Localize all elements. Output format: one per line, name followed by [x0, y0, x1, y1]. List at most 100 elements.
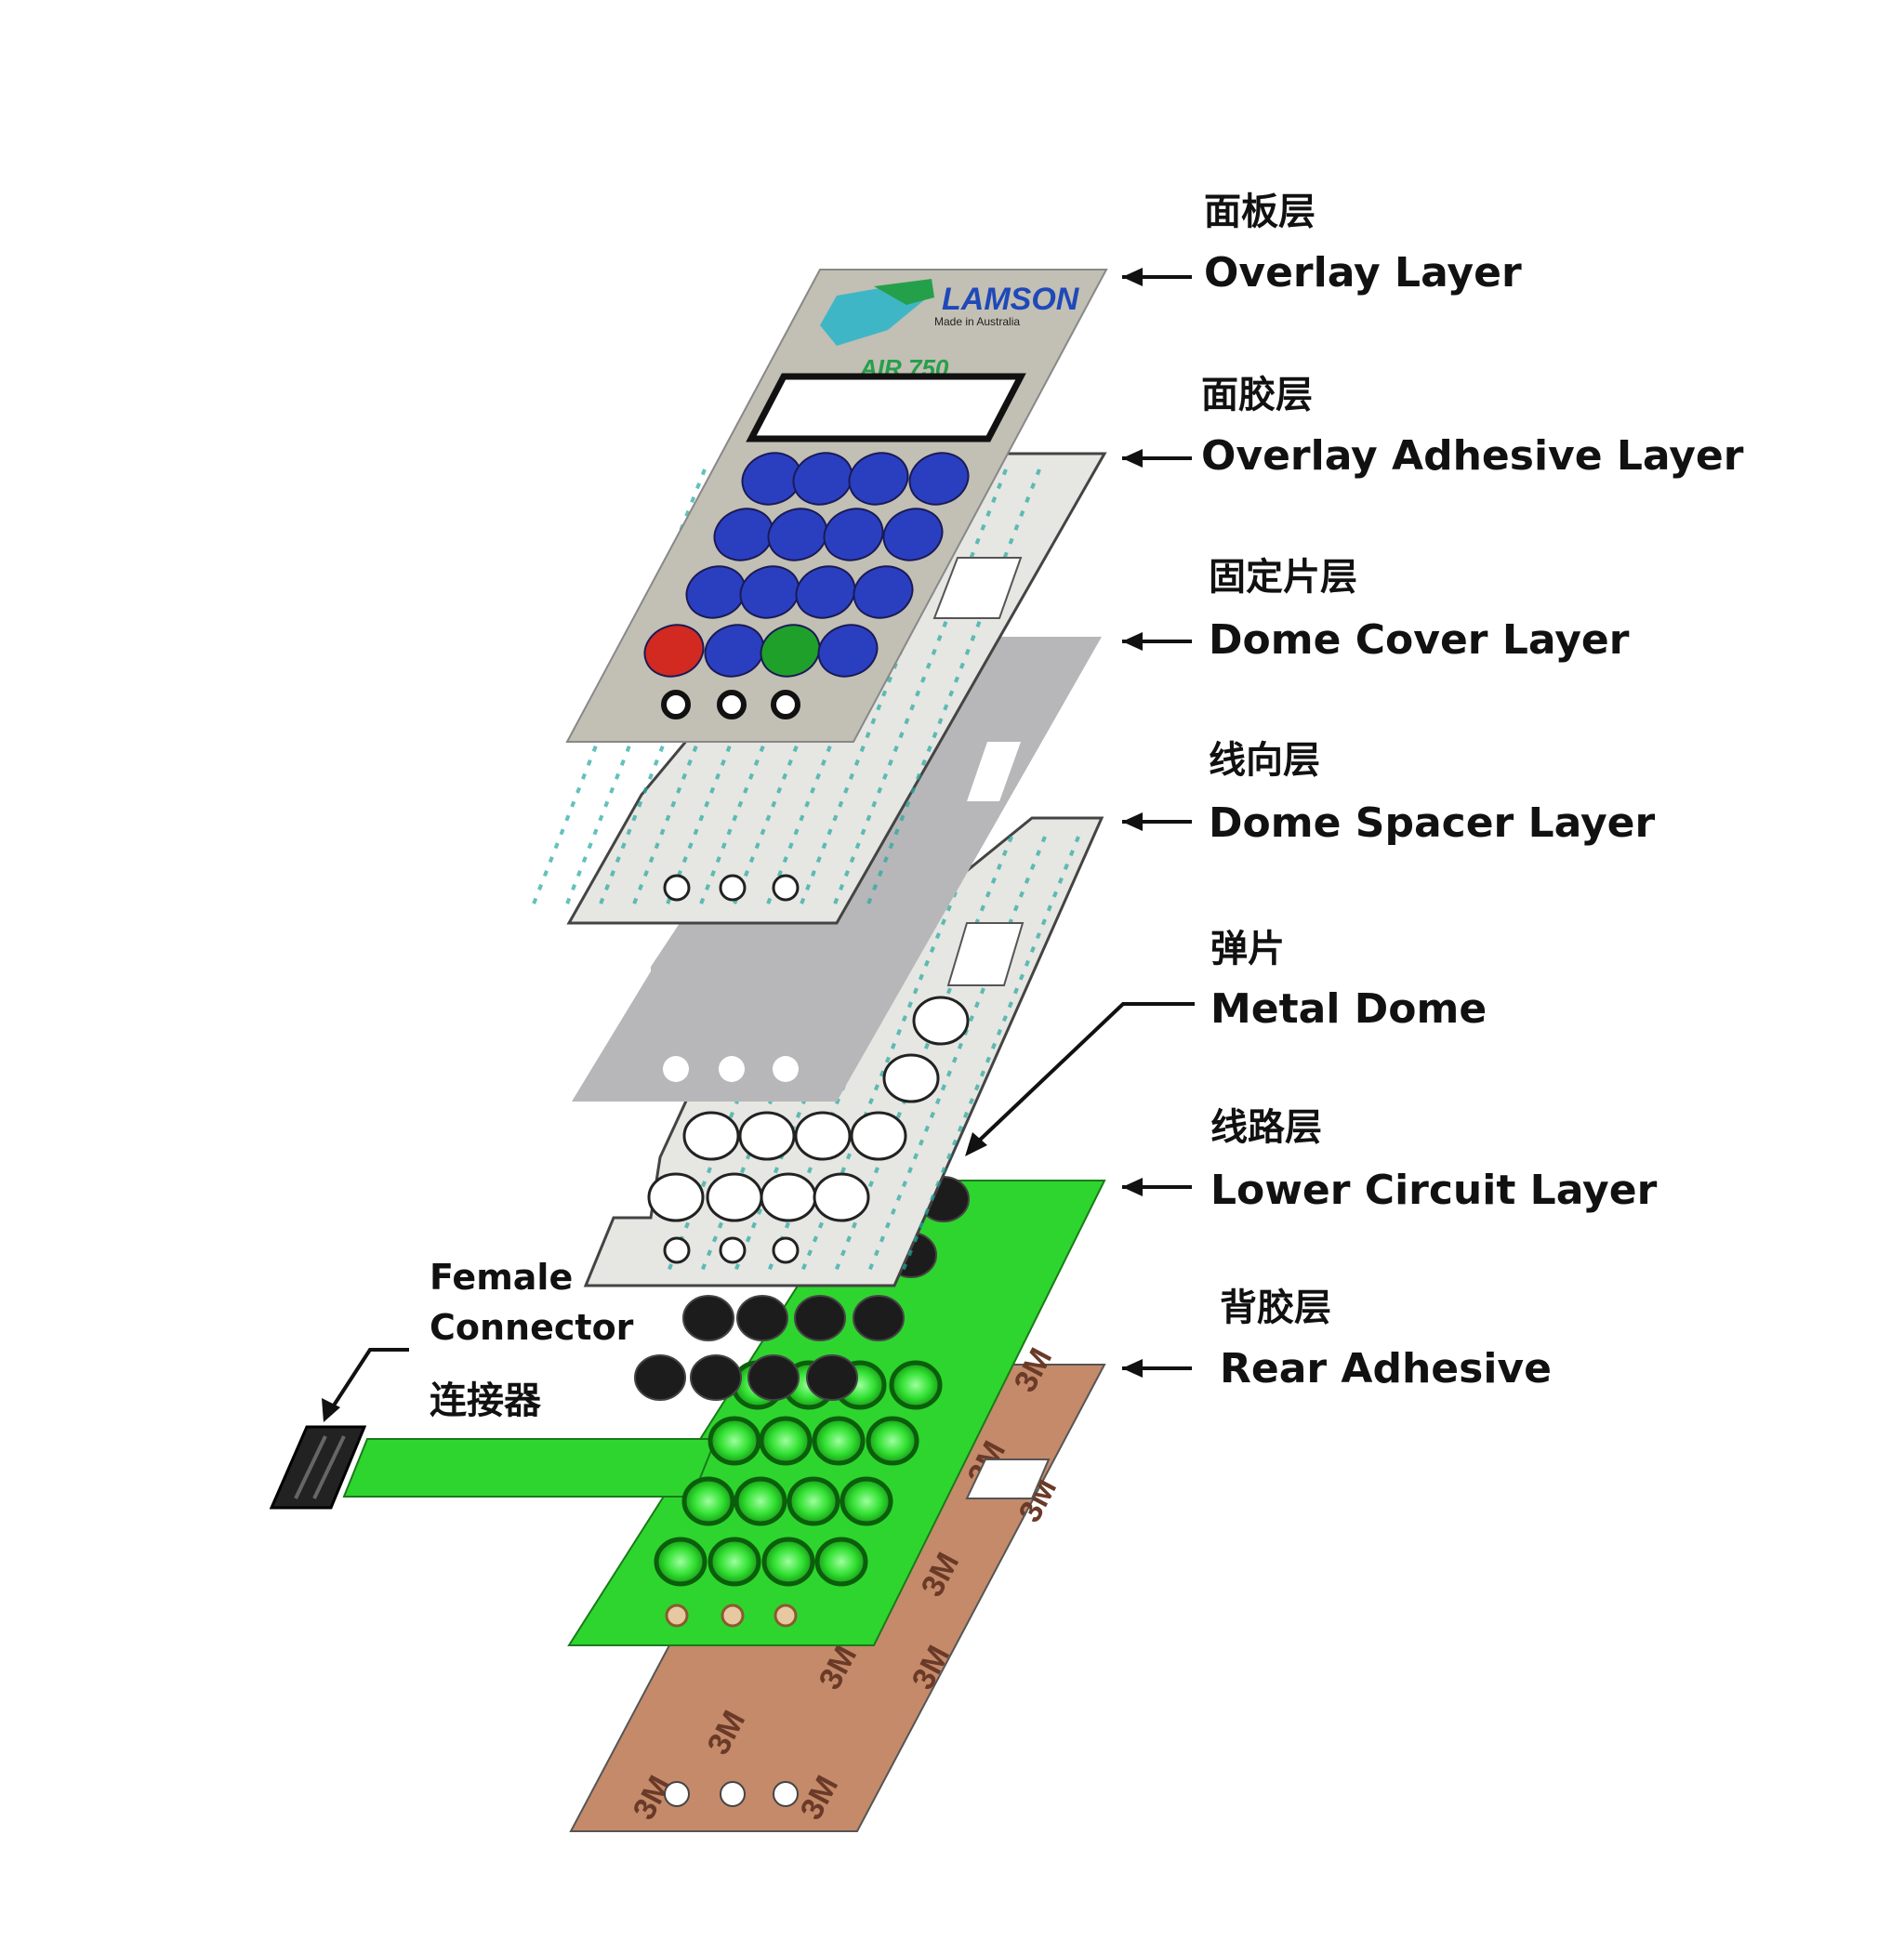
brand-text: LAMSON: [942, 282, 1080, 317]
key-button: [823, 508, 884, 561]
arrow-4-head: [1122, 1178, 1143, 1196]
spacer-ring: [912, 996, 970, 1046]
circuit-hole: [774, 1603, 798, 1628]
cover-hole: [663, 1056, 689, 1082]
label-cn-rear-adhesive: 背胶层: [1220, 1287, 1331, 1329]
key-button: [792, 452, 853, 506]
spacer-ring: [738, 1111, 796, 1161]
leader-arrows: [322, 268, 1195, 1422]
key-button: [848, 452, 909, 506]
spacer-ring: [882, 1053, 940, 1103]
label-en-dome-spacer: Dome Spacer Layer: [1209, 799, 1656, 847]
display-window: [746, 373, 1026, 442]
metal-dome: [853, 1295, 905, 1341]
print-mark: [866, 836, 1047, 1274]
circuit-pad: [734, 1476, 787, 1526]
label-en-metal-dome: Metal Dome: [1210, 985, 1488, 1033]
spacer-window: [946, 922, 1025, 986]
arrow-1-head: [1122, 449, 1143, 468]
spacer-ring: [647, 1172, 705, 1222]
cover-hole: [773, 1056, 799, 1082]
spacer-hole: [663, 1236, 691, 1264]
adhesive-hole: [719, 874, 747, 902]
print-mark: [900, 836, 1080, 1274]
female-connector: [269, 1425, 367, 1510]
circuit-pad: [681, 1476, 735, 1526]
key-button: [795, 565, 856, 619]
label-en-rear-adhesive: Rear Adhesive: [1220, 1345, 1552, 1392]
spacer-hole: [772, 1236, 800, 1264]
spacer-hole: [719, 1236, 747, 1264]
circuit-pad: [707, 1416, 761, 1466]
overlay-sheet: LAMSON Made in Australia AIR 750: [565, 269, 1108, 743]
circuit-pad: [654, 1537, 707, 1587]
key-button: [767, 508, 828, 561]
circuit-pad: [866, 1416, 919, 1466]
key-button: [760, 624, 821, 678]
circuit-pad: [889, 1360, 943, 1410]
label-cn-lower-circuit: 线路层: [1210, 1106, 1322, 1149]
label-cn-overlay-adhesive: 面胶层: [1201, 374, 1313, 416]
key-button: [817, 624, 879, 678]
circuit-hole: [721, 1603, 745, 1628]
key-button: [643, 624, 705, 678]
metal-dome: [634, 1354, 686, 1401]
label-en-lower-circuit: Lower Circuit Layer: [1210, 1167, 1658, 1214]
metal-dome: [806, 1354, 858, 1401]
adhesive-window: [932, 557, 1023, 619]
spacer-ring: [682, 1111, 740, 1161]
spacer-ring: [850, 1111, 907, 1161]
rear-window: [965, 1458, 1051, 1499]
arrow-5-head: [1122, 1359, 1143, 1378]
label-cn-overlay: 面板层: [1204, 191, 1316, 233]
circuit-pad: [707, 1537, 761, 1587]
key-button: [739, 565, 800, 619]
keypad: [643, 452, 970, 678]
arrow-connector-line: [328, 1348, 409, 1413]
rear-hole: [720, 1781, 746, 1807]
spacer-ring: [794, 1111, 852, 1161]
cover-window: [967, 742, 1021, 801]
key-button: [882, 508, 944, 561]
arrow-dome-line: [974, 1002, 1195, 1145]
rear-hole: [664, 1781, 690, 1807]
arrow-0-head: [1122, 268, 1143, 286]
circuit-pad: [840, 1476, 893, 1526]
metal-dome: [682, 1295, 734, 1341]
circuit-pad: [812, 1416, 866, 1466]
metal-dome: [747, 1354, 800, 1401]
print-mark: [832, 469, 1008, 907]
logo-mark-green: [874, 279, 934, 305]
print-mark: [800, 836, 980, 1274]
lower-circuit-sheet: [269, 1180, 1106, 1646]
small-key: [771, 690, 800, 719]
spacer-ring: [706, 1172, 763, 1222]
circuit-hole: [665, 1603, 689, 1628]
arrow-dome-head: [965, 1132, 987, 1156]
cover-hole: [719, 1056, 745, 1082]
label-cn-dome-cover: 固定片层: [1209, 556, 1357, 599]
label-cn-dome-spacer: 线向层: [1209, 739, 1320, 782]
adhesive-hole: [663, 874, 691, 902]
label-cn-metal-dome: 弹片: [1210, 928, 1285, 970]
print-mark: [833, 836, 1013, 1274]
arrow-2-head: [1122, 632, 1143, 651]
print-mark: [866, 469, 1041, 907]
label-en-overlay: Overlay Layer: [1204, 249, 1522, 297]
small-key: [661, 690, 691, 719]
connector-label-line2: Connector: [430, 1307, 634, 1348]
label-en-dome-cover: Dome Cover Layer: [1209, 616, 1630, 664]
tagline-text: Made in Australia: [934, 315, 1020, 328]
connector-label-cn: 连接器: [430, 1379, 541, 1422]
arrow-connector-head: [322, 1398, 340, 1422]
label-en-overlay-adhesive: Overlay Adhesive Layer: [1201, 432, 1744, 480]
small-key: [717, 690, 747, 719]
metal-dome: [736, 1295, 788, 1341]
circuit-pad: [814, 1537, 868, 1587]
adhesive-hole: [772, 874, 800, 902]
metal-dome: [794, 1295, 846, 1341]
spacer-ring: [760, 1172, 817, 1222]
key-button: [908, 452, 970, 506]
circuit-pad: [761, 1537, 815, 1587]
